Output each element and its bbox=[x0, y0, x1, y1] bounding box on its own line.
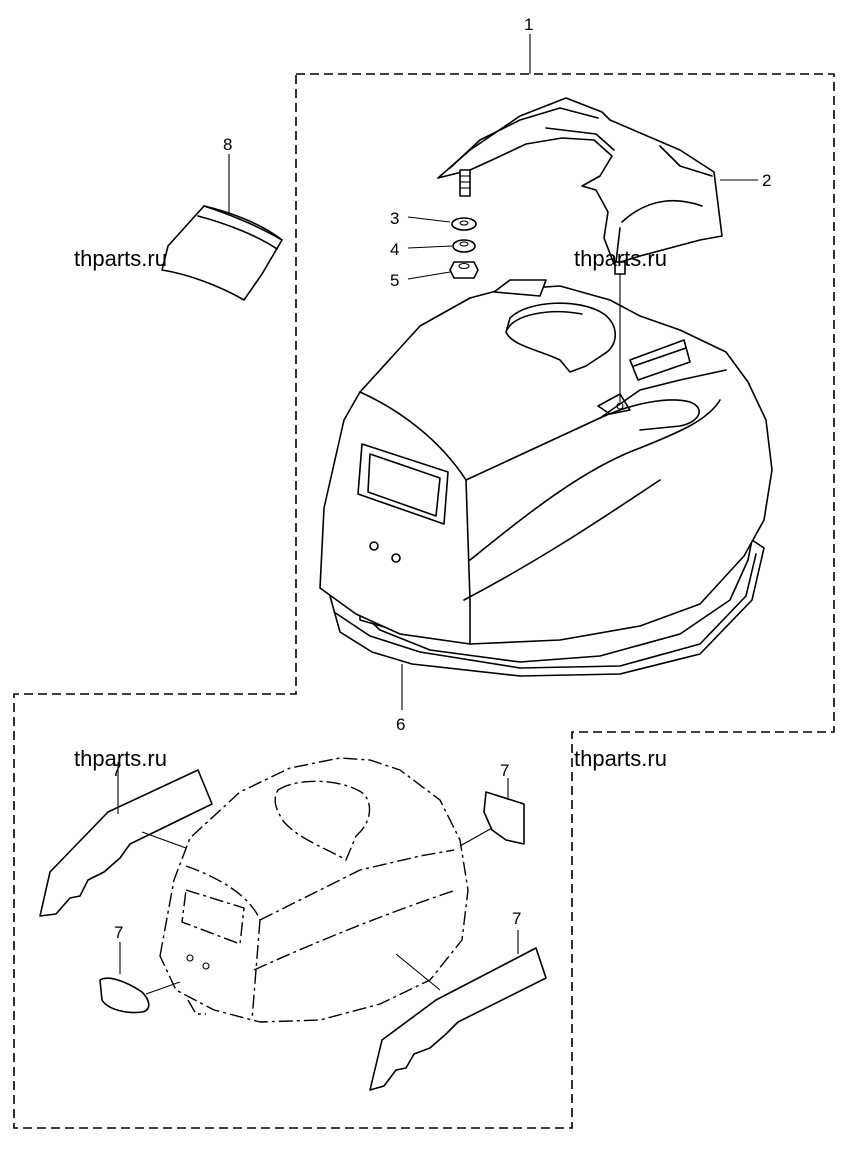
watermark-2: thparts.ru bbox=[574, 246, 667, 271]
callout-8: 8 bbox=[223, 135, 232, 154]
callout-1: 1 bbox=[524, 15, 533, 34]
callout-3: 3 bbox=[390, 209, 399, 228]
part-1-engine-cover bbox=[319, 274, 773, 710]
callout-7-left: 7 bbox=[112, 761, 121, 780]
callout-7-right-small: 7 bbox=[500, 761, 509, 780]
callout-7-right: 7 bbox=[512, 909, 521, 928]
part-8-pad bbox=[161, 154, 283, 301]
ghost-cover bbox=[159, 757, 469, 1023]
watermark-3: thparts.ru bbox=[74, 746, 167, 771]
callout-5: 5 bbox=[390, 271, 399, 290]
callout-6: 6 bbox=[396, 715, 405, 734]
callout-7-front-small: 7 bbox=[114, 923, 123, 942]
part-7-decal-front-small bbox=[99, 942, 181, 1014]
part-3-washer bbox=[407, 216, 477, 231]
assembly-1-boundary bbox=[13, 73, 835, 1129]
callout-4: 4 bbox=[390, 240, 399, 259]
part-7-decal-left bbox=[39, 762, 213, 917]
callout-2: 2 bbox=[762, 171, 771, 190]
watermark-1: thparts.ru bbox=[74, 246, 167, 271]
part-7-decal-right bbox=[369, 930, 547, 1091]
part-2-top-cover bbox=[437, 97, 758, 275]
part-4-lock-washer bbox=[407, 239, 476, 253]
part-7-decal-right-small bbox=[459, 778, 525, 847]
watermark-4: thparts.ru bbox=[574, 746, 667, 771]
part-5-nut bbox=[407, 261, 479, 280]
